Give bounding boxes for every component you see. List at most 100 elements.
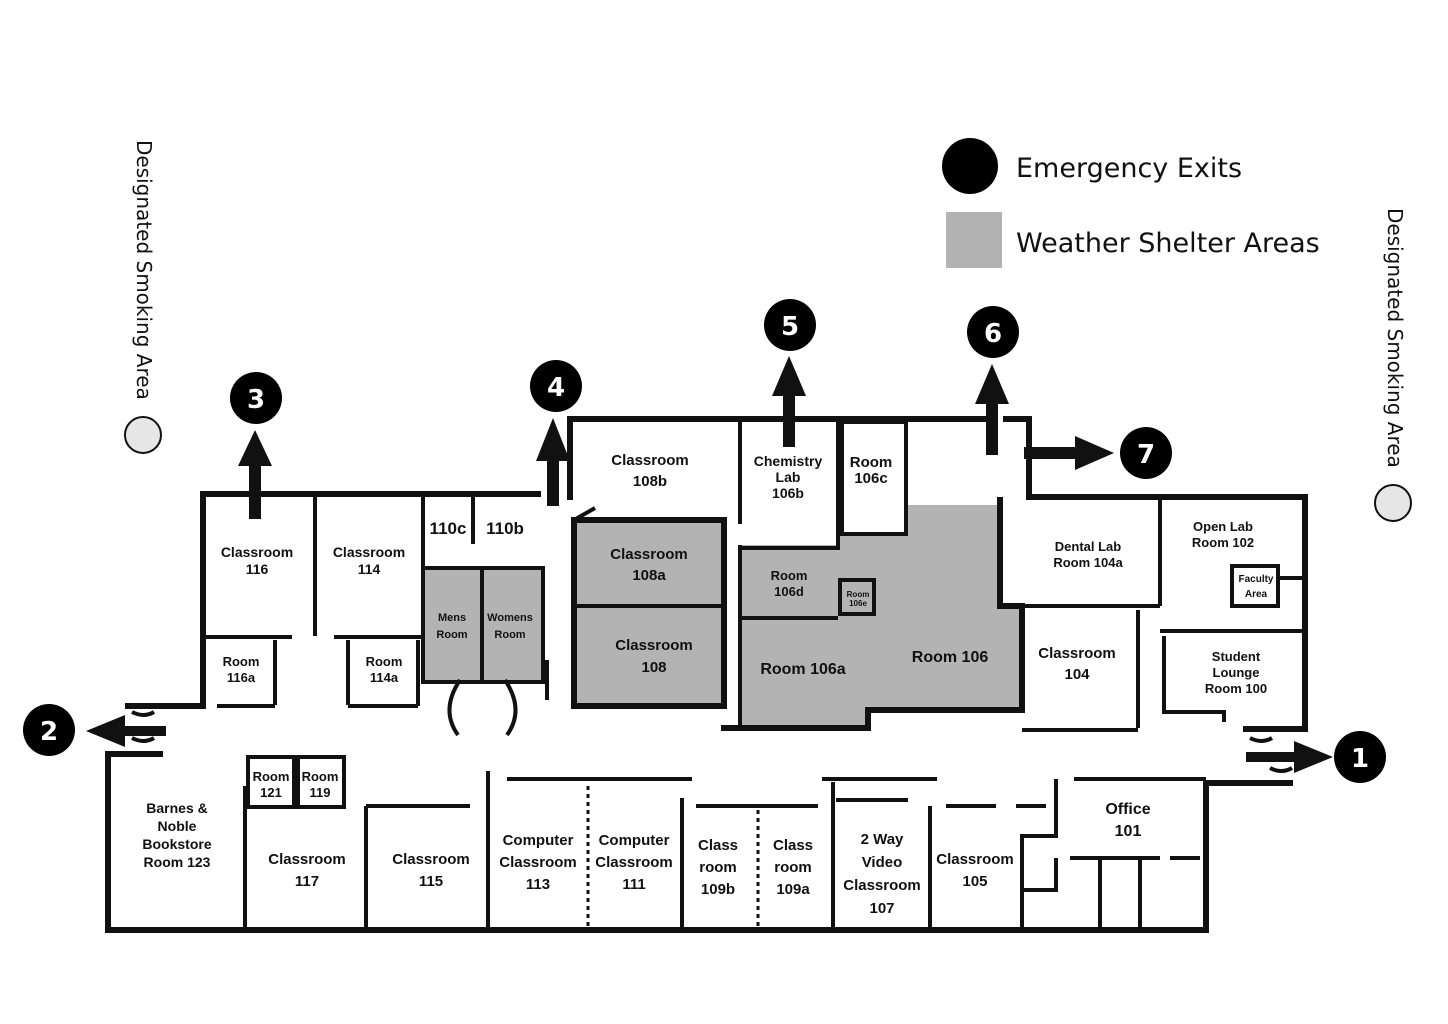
room-label-line: Student (1212, 649, 1261, 664)
shelter-room-106 (742, 505, 1022, 728)
room-label-line: Room 106a (760, 661, 845, 678)
room-label-line: 113 (526, 876, 550, 893)
building-walls (105, 416, 1308, 933)
smoking-area-right: Designated Smoking Area (1374, 208, 1412, 522)
smoking-area-left-marker-icon (124, 416, 162, 454)
exit-2-marker: 2 (23, 704, 75, 756)
exit-3-marker: 3 (230, 372, 282, 424)
room-label-line: Classroom (1038, 645, 1116, 662)
room-label-line: 107 (869, 900, 894, 917)
room-label-line: 108b (633, 473, 667, 490)
exit-arrow-3-icon (238, 430, 272, 519)
room-label-line: 2 Way (861, 831, 904, 848)
room-label-line: Classroom (333, 544, 405, 560)
emergency-exit-legend-icon (942, 138, 998, 194)
room-label-line: 110b (486, 519, 524, 538)
room-label-line: Lounge (1213, 665, 1260, 680)
room-label-line: 119 (310, 785, 331, 800)
room-label-line: 121 (260, 785, 282, 800)
room-label-line: Bookstore (142, 836, 211, 852)
room-label-line: Classroom (615, 637, 693, 654)
room-label-line: Room (771, 568, 808, 583)
room-label-room-106: Room 106 (912, 649, 989, 666)
room-label-line: 109b (701, 881, 735, 898)
room-label-line: Barnes & (146, 800, 207, 816)
room-label-line: Room (253, 769, 290, 784)
weather-shelter-legend-label: Weather Shelter Areas (1016, 228, 1320, 259)
room-label-classroom-108a: Classroom 108a (610, 546, 688, 584)
room-label-line: Room (494, 629, 525, 641)
room-label-line: Room 104a (1053, 555, 1123, 570)
exit-6-marker: 6 (967, 306, 1019, 358)
room-label-line: Mens (438, 612, 466, 624)
room-label-line: Room (850, 454, 893, 471)
weather-shelter-areas (425, 505, 1022, 728)
room-label-room-110c: 110c (430, 519, 467, 538)
exit-2-number: 2 (40, 717, 58, 747)
exit-1-marker: 1 (1334, 731, 1386, 783)
exit-arrows (86, 356, 1333, 773)
room-label-classroom-115: Classroom 115 (392, 851, 470, 890)
exit-markers: 1 2 3 4 5 6 7 (23, 299, 1386, 783)
room-label-line: Classroom (392, 851, 470, 868)
room-label-line: Faculty (1238, 574, 1273, 585)
exit-4-number: 4 (547, 373, 565, 403)
exit-6-number: 6 (984, 319, 1002, 349)
smoking-area-right-marker-icon (1374, 484, 1412, 522)
room-label-line: 106c (854, 470, 887, 487)
room-label-line: Room 100 (1205, 681, 1267, 696)
room-label-room-106a: Room 106a (760, 661, 845, 678)
room-label-line: 115 (419, 873, 443, 890)
room-label-line: Classroom (936, 851, 1014, 868)
room-label-line: 111 (622, 876, 645, 893)
room-label-line: Chemistry (754, 453, 823, 469)
map-legend: Emergency Exits Weather Shelter Areas (942, 138, 1320, 268)
room-label-line: 108a (632, 567, 666, 584)
room-label-line: Room (223, 654, 260, 669)
emergency-exits-legend-label: Emergency Exits (1016, 153, 1242, 184)
exit-7-marker: 7 (1120, 427, 1172, 479)
room-label-line: Classroom (610, 546, 688, 563)
room-label-line: 116 (246, 561, 269, 577)
room-label-line: Room (847, 590, 870, 599)
room-label-line: Area (1245, 589, 1268, 600)
shelter-classrooms-108 (574, 520, 724, 706)
room-label-line: 117 (295, 873, 319, 890)
room-label-line: Video (862, 854, 903, 871)
room-label-line: 104 (1064, 666, 1090, 683)
room-label-line: Classroom (843, 877, 921, 894)
room-label-line: Noble (158, 818, 197, 834)
room-label-line: Lab (776, 469, 801, 485)
room-label-line: Open Lab (1193, 519, 1253, 534)
room-label-line: 101 (1115, 823, 1142, 840)
room-label-line: 114a (370, 670, 399, 685)
room-label-line: Classroom (221, 544, 293, 560)
exit-arrow-2-icon (86, 715, 166, 747)
exit-arrow-7-icon (1024, 436, 1114, 470)
room-label-line: 106d (774, 584, 804, 599)
smoking-area-left-label: Designated Smoking Area (132, 140, 156, 400)
room-label-line: 106e (849, 599, 867, 608)
exit-7-number: 7 (1137, 440, 1155, 470)
room-label-line: 105 (962, 873, 987, 890)
exit-arrow-1-icon (1246, 741, 1333, 773)
